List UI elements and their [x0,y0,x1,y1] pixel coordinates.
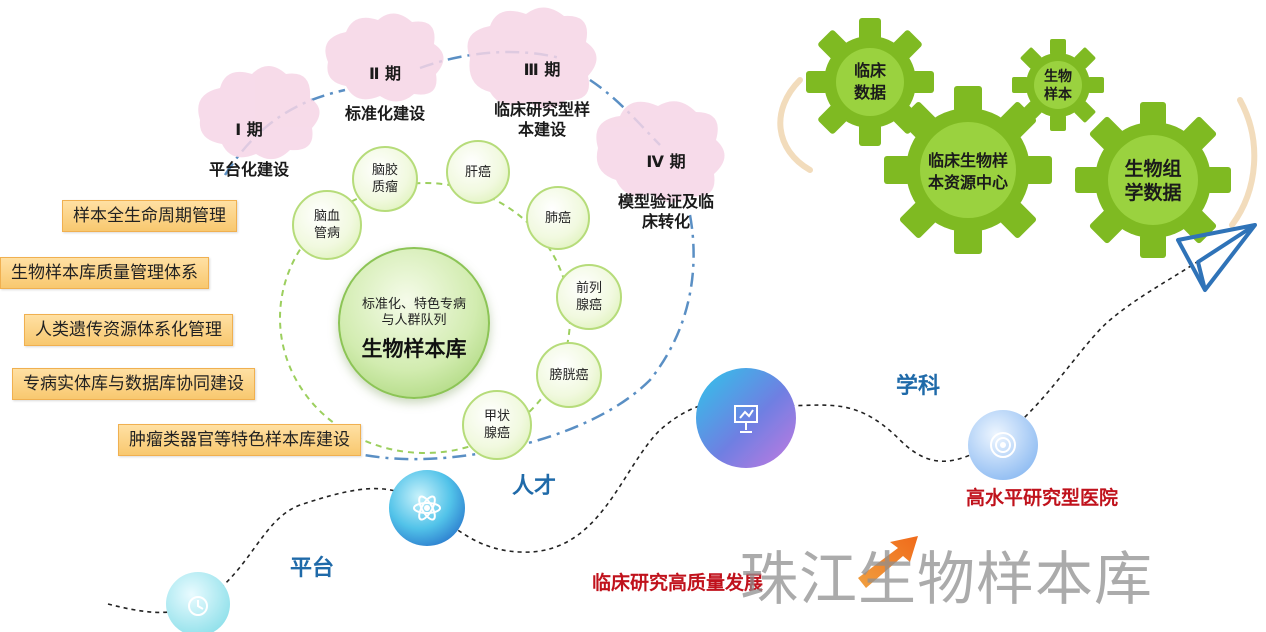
phase-1-text: 平台化建设 [208,160,289,179]
phase-4-number: Ⅳ 期 [646,152,686,171]
atom-icon [413,495,441,521]
orange-arrow-icon [858,536,918,588]
gear-center-label: 临床生物样 本资源中心 [927,151,1008,192]
label-talent: 人才 [512,474,557,499]
phase-4-label: Ⅳ 期 模型验证及临 床转化 [598,132,734,252]
disease-circle-thyroid: 甲状 腺癌 [462,390,532,460]
disease-circle-prostate: 前列 腺癌 [556,264,622,330]
disease-circle-bladder: 膀胱癌 [536,342,602,408]
phase-1-label: Ⅰ 期 平台化建设 [194,100,304,200]
label-discipline: 学科 [896,374,941,399]
target-icon [990,432,1016,458]
phase-clouds [198,7,725,203]
phase-3-text: 临床研究型样 本建设 [493,100,590,139]
gear-omics-label: 生物组 学数据 [1124,158,1182,204]
task-box-5: 肿瘤类器官等特色样本库建设 [118,424,361,456]
disease-circle-lung: 肺癌 [526,186,590,250]
biobank-center: 标准化、特色专病 与人群队列 生物样本库 [338,247,490,399]
phase-3-label: Ⅲ 期 临床研究型样 本建设 [474,40,610,160]
label-platform: 平台 [290,556,335,581]
watermark-text: 珠江生物样本库 [740,545,1154,613]
phase-4-text: 模型验证及临 床转化 [617,192,714,231]
biobank-subtitle: 标准化、特色专病 与人群队列 [361,297,466,328]
phase-2-number: Ⅱ 期 [368,64,402,83]
phase-2-text: 标准化建设 [344,104,425,123]
biobank-title: 生物样本库 [361,337,467,361]
phase-1-number: Ⅰ 期 [235,120,263,139]
gear-bio-sample-label: 生物 样本 [1044,69,1072,103]
disease-circle-cerebrovascular: 脑血 管病 [292,190,362,260]
disease-circle-liver: 肝癌 [446,140,510,204]
phase-3-number: Ⅲ 期 [523,60,561,79]
gear-graphics [806,18,1231,258]
task-box-3: 人类遗传资源体系化管理 [24,314,233,346]
goal-quality: 临床研究高质量发展 [592,572,764,594]
gear-arc-right [1229,97,1258,228]
task-box-1: 样本全生命周期管理 [62,200,237,232]
goal-hospital: 高水平研究型医院 [966,487,1119,509]
paper-plane-icon [1176,223,1257,292]
phase-2-label: Ⅱ 期 标准化建设 [326,44,444,144]
task-box-4: 专病实体库与数据库协同建设 [12,368,255,400]
clock-icon [188,596,208,616]
presentation-icon [734,405,758,433]
gear-clinical-data-label: 临床 数据 [853,61,886,102]
task-box-2: 生物样本库质量管理体系 [0,257,209,289]
gear-arc-left [777,77,813,173]
disease-circle-glioma: 脑胶 质瘤 [352,146,418,212]
growth-path [107,259,1201,614]
ball-middle [696,368,796,468]
